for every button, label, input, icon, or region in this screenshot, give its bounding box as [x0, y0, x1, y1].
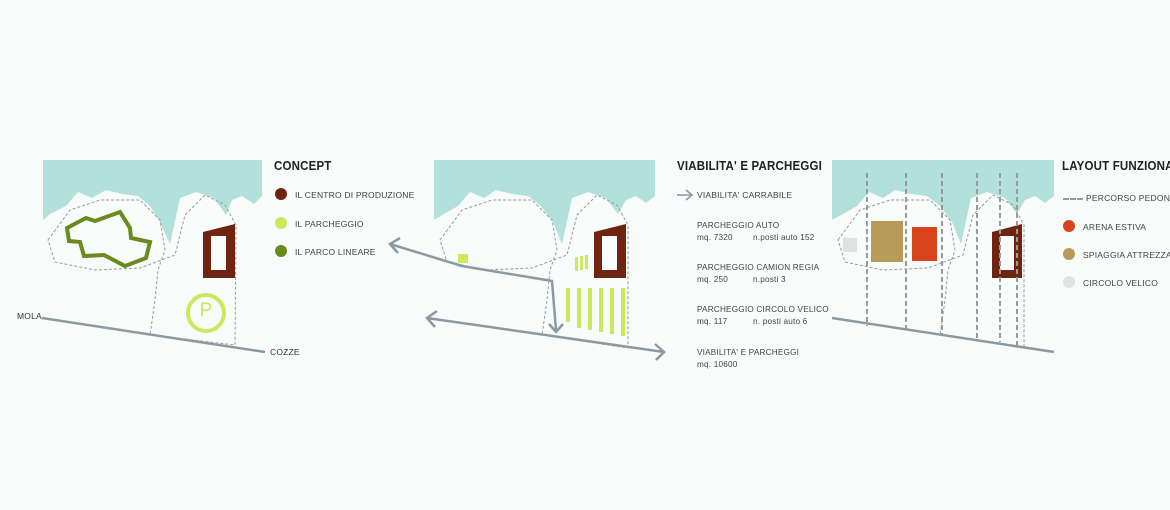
parking-entry: PARCHEGGIO AUTO mq. 7320 n.posti auto 152: [697, 220, 814, 244]
legend-label-arena: ARENA ESTIVA: [1083, 222, 1147, 232]
place-label-mola: MOLA: [17, 311, 42, 321]
parking-spots: n.posti 3: [753, 275, 786, 284]
parking-name: PARCHEGGIO CAMION REGIA: [697, 263, 820, 272]
parking-symbol: P: [199, 300, 213, 321]
percorso-pedonale-lines: [866, 173, 1018, 348]
legend-dot-arena: [1063, 220, 1075, 232]
layout-map: [831, 160, 1055, 354]
parco-lineare-shape: [64, 209, 153, 269]
arena-estiva-area: [912, 227, 937, 261]
road-upper: [389, 242, 558, 331]
legend-label-spiaggia: SPIAGGIA ATTREZZATA: [1083, 250, 1170, 260]
legend-dot-parcheggio: [275, 217, 287, 229]
arrow-head-left-lower: [425, 309, 438, 328]
concept-map: [41, 160, 266, 354]
legend-dot-parco: [275, 245, 287, 257]
legend-label-percorso: PERCORSO PEDONALE: [1086, 193, 1170, 203]
road-line: [831, 316, 1055, 354]
viabilita-arrow-icon: [677, 189, 694, 201]
arrow-head-down: [548, 323, 564, 334]
parking-name: VIABILITA' E PARCHEGGI: [697, 348, 800, 357]
layout-title: LAYOUT FUNZIONALE: [1062, 159, 1170, 173]
parking-entry: PARCHEGGIO CIRCOLO VELICO mq. 117 n. post…: [697, 304, 829, 328]
concept-title: CONCEPT: [274, 159, 332, 173]
legend-dot-centro: [275, 188, 287, 200]
parking-entry: VIABILITA' E PARCHEGGI mq. 10600: [697, 347, 799, 371]
viabilita-title: VIABILITA' E PARCHEGGI: [677, 159, 823, 173]
legend-label-circolo: CIRCOLO VELICO: [1083, 278, 1159, 288]
parking-area: mq. 7320: [697, 233, 733, 242]
site-outline: [47, 194, 237, 346]
viabilita-map: [388, 160, 666, 361]
parking-camion: [458, 254, 468, 263]
parking-area: mq. 250: [697, 275, 728, 284]
legend-label-parco: IL PARCO LINEARE: [295, 247, 376, 257]
parking-entry: PARCHEGGIO CAMION REGIA mq. 250 n.posti 3: [697, 262, 819, 286]
parking-name: PARCHEGGIO CIRCOLO VELICO: [697, 305, 829, 314]
parking-auto-stripes: [566, 288, 625, 336]
arrow-head-right-lower: [654, 343, 666, 361]
parking-name: PARCHEGGIO AUTO: [697, 221, 780, 230]
percorso-dash-icon: [1063, 198, 1083, 200]
parking-area: mq. 10600: [697, 360, 738, 369]
legend-dot-spiaggia: [1063, 248, 1075, 260]
parking-small-stripes: [575, 255, 588, 271]
sea-area: [43, 160, 262, 244]
parcheggio-circle: [186, 293, 226, 333]
parking-spots: n.posti auto 152: [753, 233, 815, 242]
legend-label-parcheggio: IL PARCHEGGIO: [295, 219, 364, 229]
parking-area: mq. 117: [697, 317, 728, 326]
place-label-cozze: COZZE: [270, 347, 300, 357]
legend-label-centro: IL CENTRO DI PRODUZIONE: [295, 190, 415, 200]
road-lower: [426, 316, 665, 354]
sea-area: [434, 160, 655, 244]
centro-produzione-shape: [203, 224, 235, 278]
arrow-head-left-upper: [388, 236, 401, 254]
viabilita-carrabile-label: VIABILITA' CARRABILE: [697, 190, 793, 200]
spiaggia-attrezzata-area: [871, 221, 903, 262]
parking-spots: n. posti auto 6: [753, 317, 808, 326]
road-line: [41, 316, 266, 354]
legend-dot-circolo: [1063, 276, 1075, 288]
circolo-velico-area: [843, 238, 857, 252]
centro-produzione-shape: [594, 224, 626, 278]
